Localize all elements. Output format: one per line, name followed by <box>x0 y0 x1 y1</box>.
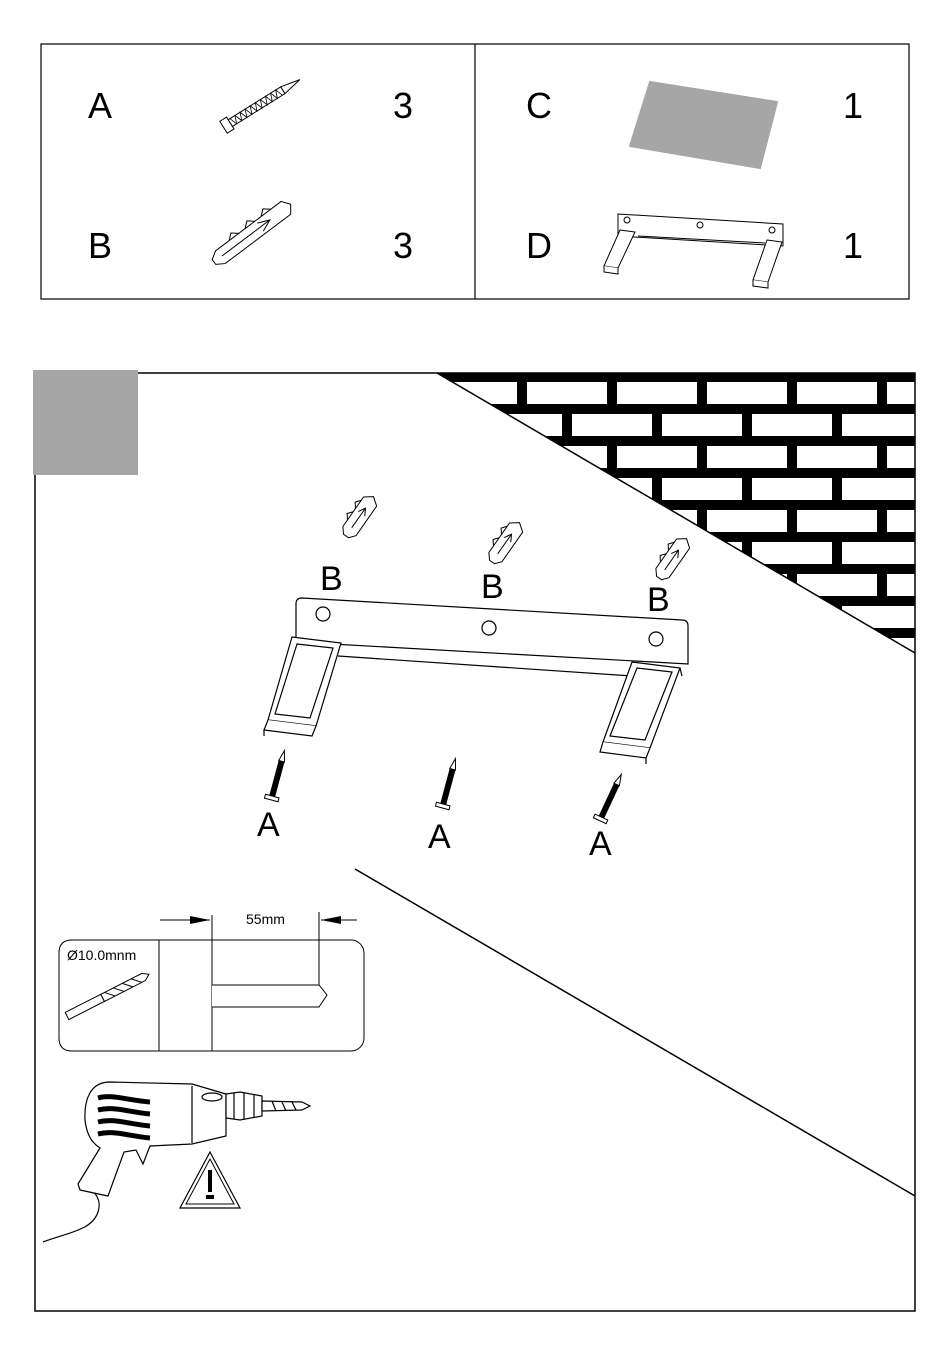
part-a-letter: A <box>88 85 112 126</box>
drill-depth-label: 55mm <box>246 911 285 927</box>
parts-table: A 3 B 3 C 1 D <box>41 44 909 299</box>
bracket-icon <box>264 598 688 764</box>
pad-icon <box>630 82 777 168</box>
warning-icon <box>180 1152 240 1208</box>
power-drill-icon <box>43 1082 310 1242</box>
floor-line <box>355 869 915 1196</box>
wall-plug-icon <box>336 490 380 541</box>
part-c-qty: 1 <box>843 85 863 126</box>
plug-label-center: B <box>481 568 504 606</box>
wall-plug-icon <box>206 194 295 269</box>
screw-label-left: A <box>257 806 280 844</box>
part-c-letter: C <box>526 85 552 126</box>
drill-bit-diameter: Ø10.0mnm <box>67 947 136 963</box>
wall-plug-icon <box>649 532 693 583</box>
part-d-qty: 1 <box>843 225 863 266</box>
screw-label-right: A <box>589 825 612 863</box>
part-b-letter: B <box>88 225 112 266</box>
screw-label-center: A <box>428 818 451 856</box>
screw-icon <box>593 772 627 824</box>
plug-label-left: B <box>320 560 343 598</box>
part-d-letter: D <box>526 225 552 266</box>
wall-plug-icon <box>482 516 526 567</box>
step-panel: B B B <box>33 370 915 1311</box>
part-b-qty: 3 <box>393 225 413 266</box>
drill-depth-detail: Ø10.0mnm 55mm <box>59 911 364 1051</box>
screw-icon <box>264 749 291 802</box>
plug-label-right: B <box>647 581 670 619</box>
step-number-badge <box>33 370 138 475</box>
screw-icon <box>435 757 462 810</box>
part-a-qty: 3 <box>393 85 413 126</box>
screw-icon <box>220 74 304 134</box>
bracket-icon <box>604 214 783 288</box>
